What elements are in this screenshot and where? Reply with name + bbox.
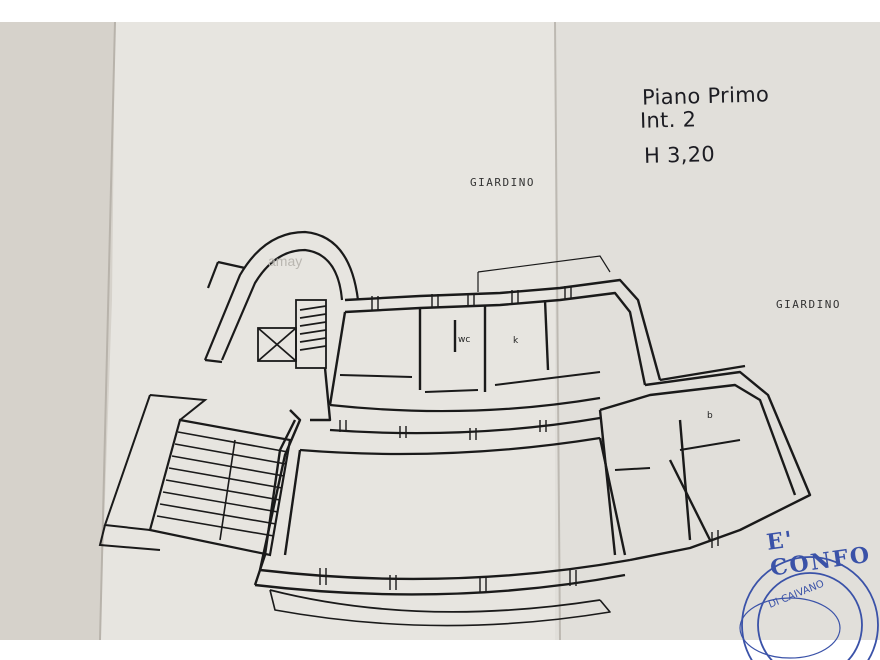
main-staircase [98,394,292,557]
floor-label: Piano Primo [641,82,770,110]
watermark: amay [268,253,303,269]
garden-fence [477,255,611,292]
room-label-bedroom: b [707,411,713,421]
seal [739,556,879,660]
landing [257,299,327,369]
room-label-kitchen: k [513,336,519,346]
unit-label: Int. 2 [639,107,697,133]
height-label: H 3,20 [643,142,716,168]
building-walls [253,278,812,627]
garden-label-top: GIARDINO [470,176,535,189]
room-label-wc: wc [458,335,471,345]
garden-label-right: GIARDINO [776,298,841,311]
stair-tower [203,230,360,364]
window-marks [319,286,719,592]
